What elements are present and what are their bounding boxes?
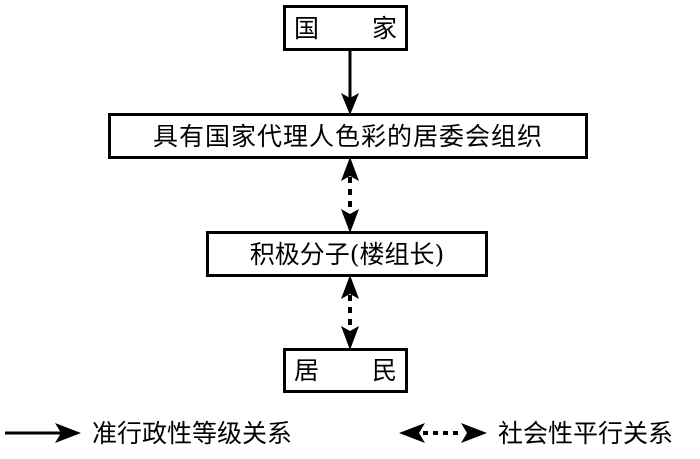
node-activists-label: 积极分子(楼组长)	[249, 239, 445, 269]
solid-arrow-down-icon	[341, 49, 359, 115]
dotted-double-arrow-icon	[399, 423, 487, 443]
legend-item-parallel: 社会性平行关系	[399, 420, 673, 446]
node-activists: 积极分子(楼组长)	[206, 231, 488, 277]
edge-state-to-committee	[325, 49, 375, 115]
solid-arrow-right-icon	[5, 423, 81, 443]
node-committee-label: 具有国家代理人色彩的居委会组织	[152, 121, 543, 151]
node-committee: 具有国家代理人色彩的居委会组织	[108, 113, 588, 159]
legend-item-hierarchical: 准行政性等级关系	[5, 420, 292, 446]
node-residents-label: 居 民	[294, 356, 412, 385]
dashed-double-arrow-vertical-icon	[341, 275, 359, 350]
node-state-label: 国 家	[294, 13, 412, 43]
edge-committee-to-activists	[325, 157, 375, 233]
node-state: 国 家	[283, 5, 408, 51]
legend-label-parallel: 社会性平行关系	[498, 418, 674, 448]
legend: 准行政性等级关系 社会性平行关系	[0, 414, 700, 459]
edge-activists-to-residents	[325, 275, 375, 350]
dashed-double-arrow-vertical-icon	[341, 157, 359, 233]
legend-label-hierarchical: 准行政性等级关系	[92, 418, 293, 448]
node-residents: 居 民	[283, 348, 408, 393]
